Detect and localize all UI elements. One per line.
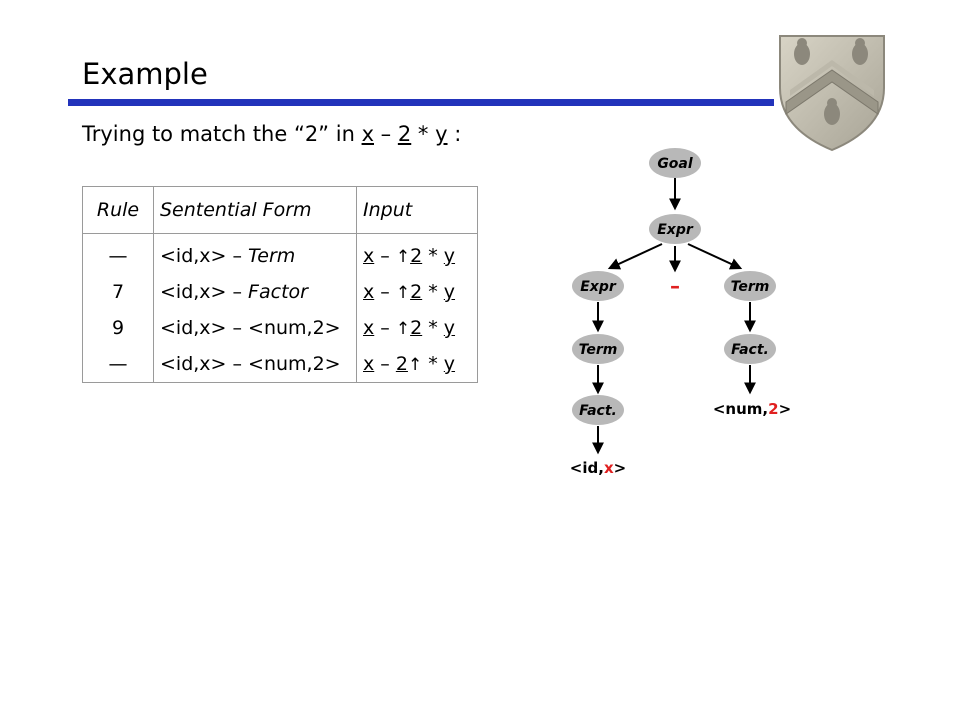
subtitle-text: Trying to match the “2” in x – 2 * y : bbox=[82, 122, 462, 146]
svg-text:Expr: Expr bbox=[657, 222, 694, 238]
header-rule: Rule bbox=[82, 186, 154, 234]
cell-rule: — bbox=[82, 346, 154, 383]
cell-rule: 9 bbox=[82, 310, 154, 346]
edge-expr-expr bbox=[607, 243, 663, 270]
svg-text:Term: Term bbox=[731, 279, 770, 295]
svg-text:Goal: Goal bbox=[657, 156, 693, 172]
tree-node-goal: Goal bbox=[649, 148, 701, 178]
svg-text:Expr: Expr bbox=[580, 279, 617, 295]
tree-node-expr-left: Expr bbox=[572, 271, 624, 301]
header-input: Input bbox=[356, 186, 478, 234]
tree-node-term-left: Term bbox=[572, 334, 624, 364]
cell-input: x – ↑2 * y bbox=[356, 274, 478, 310]
tree-node-fact-left: Fact. bbox=[572, 395, 624, 425]
table-row: —<id,x> – <num,2>x – 2↑ * y bbox=[82, 346, 478, 383]
cell-input: x – ↑2 * y bbox=[356, 233, 478, 274]
cell-sentential-form: <id,x> – <num,2> bbox=[153, 346, 357, 383]
table-header-row: Rule Sentential Form Input bbox=[82, 186, 478, 234]
cell-rule: — bbox=[82, 233, 154, 274]
tree-node-minus: – bbox=[670, 274, 680, 298]
header-sentential-form: Sentential Form bbox=[153, 186, 357, 234]
cell-sentential-form: <id,x> – Term bbox=[153, 233, 357, 274]
cell-rule: 7 bbox=[82, 274, 154, 310]
cell-sentential-form: <id,x> – <num,2> bbox=[153, 310, 357, 346]
svg-text:Fact.: Fact. bbox=[731, 342, 769, 358]
rice-crest-logo bbox=[779, 35, 885, 152]
svg-text:Fact.: Fact. bbox=[579, 403, 617, 419]
tree-node-term-right: Term bbox=[724, 271, 776, 301]
derivation-table: Rule Sentential Form Input —<id,x> – Ter… bbox=[82, 186, 478, 383]
subtitle-token-2: 2 bbox=[397, 122, 412, 146]
table-row: 9<id,x> – <num,2>x – ↑2 * y bbox=[82, 310, 478, 346]
edge-expr-term bbox=[687, 243, 743, 270]
tree-node-expr-top: Expr bbox=[649, 214, 701, 244]
cell-sentential-form: <id,x> – Factor bbox=[153, 274, 357, 310]
svg-text:Term: Term bbox=[579, 342, 618, 358]
tree-leaf-id: <id,x> bbox=[570, 459, 626, 477]
cell-input: x – ↑2 * y bbox=[356, 310, 478, 346]
slide-title: Example bbox=[82, 57, 208, 91]
cell-input: x – 2↑ * y bbox=[356, 346, 478, 383]
title-underline-bar bbox=[68, 99, 774, 106]
subtitle-token-y: y bbox=[435, 122, 448, 146]
tree-leaf-num: <num,2> bbox=[713, 400, 791, 418]
subtitle-token-x: x bbox=[361, 122, 374, 146]
tree-node-fact-right: Fact. bbox=[724, 334, 776, 364]
